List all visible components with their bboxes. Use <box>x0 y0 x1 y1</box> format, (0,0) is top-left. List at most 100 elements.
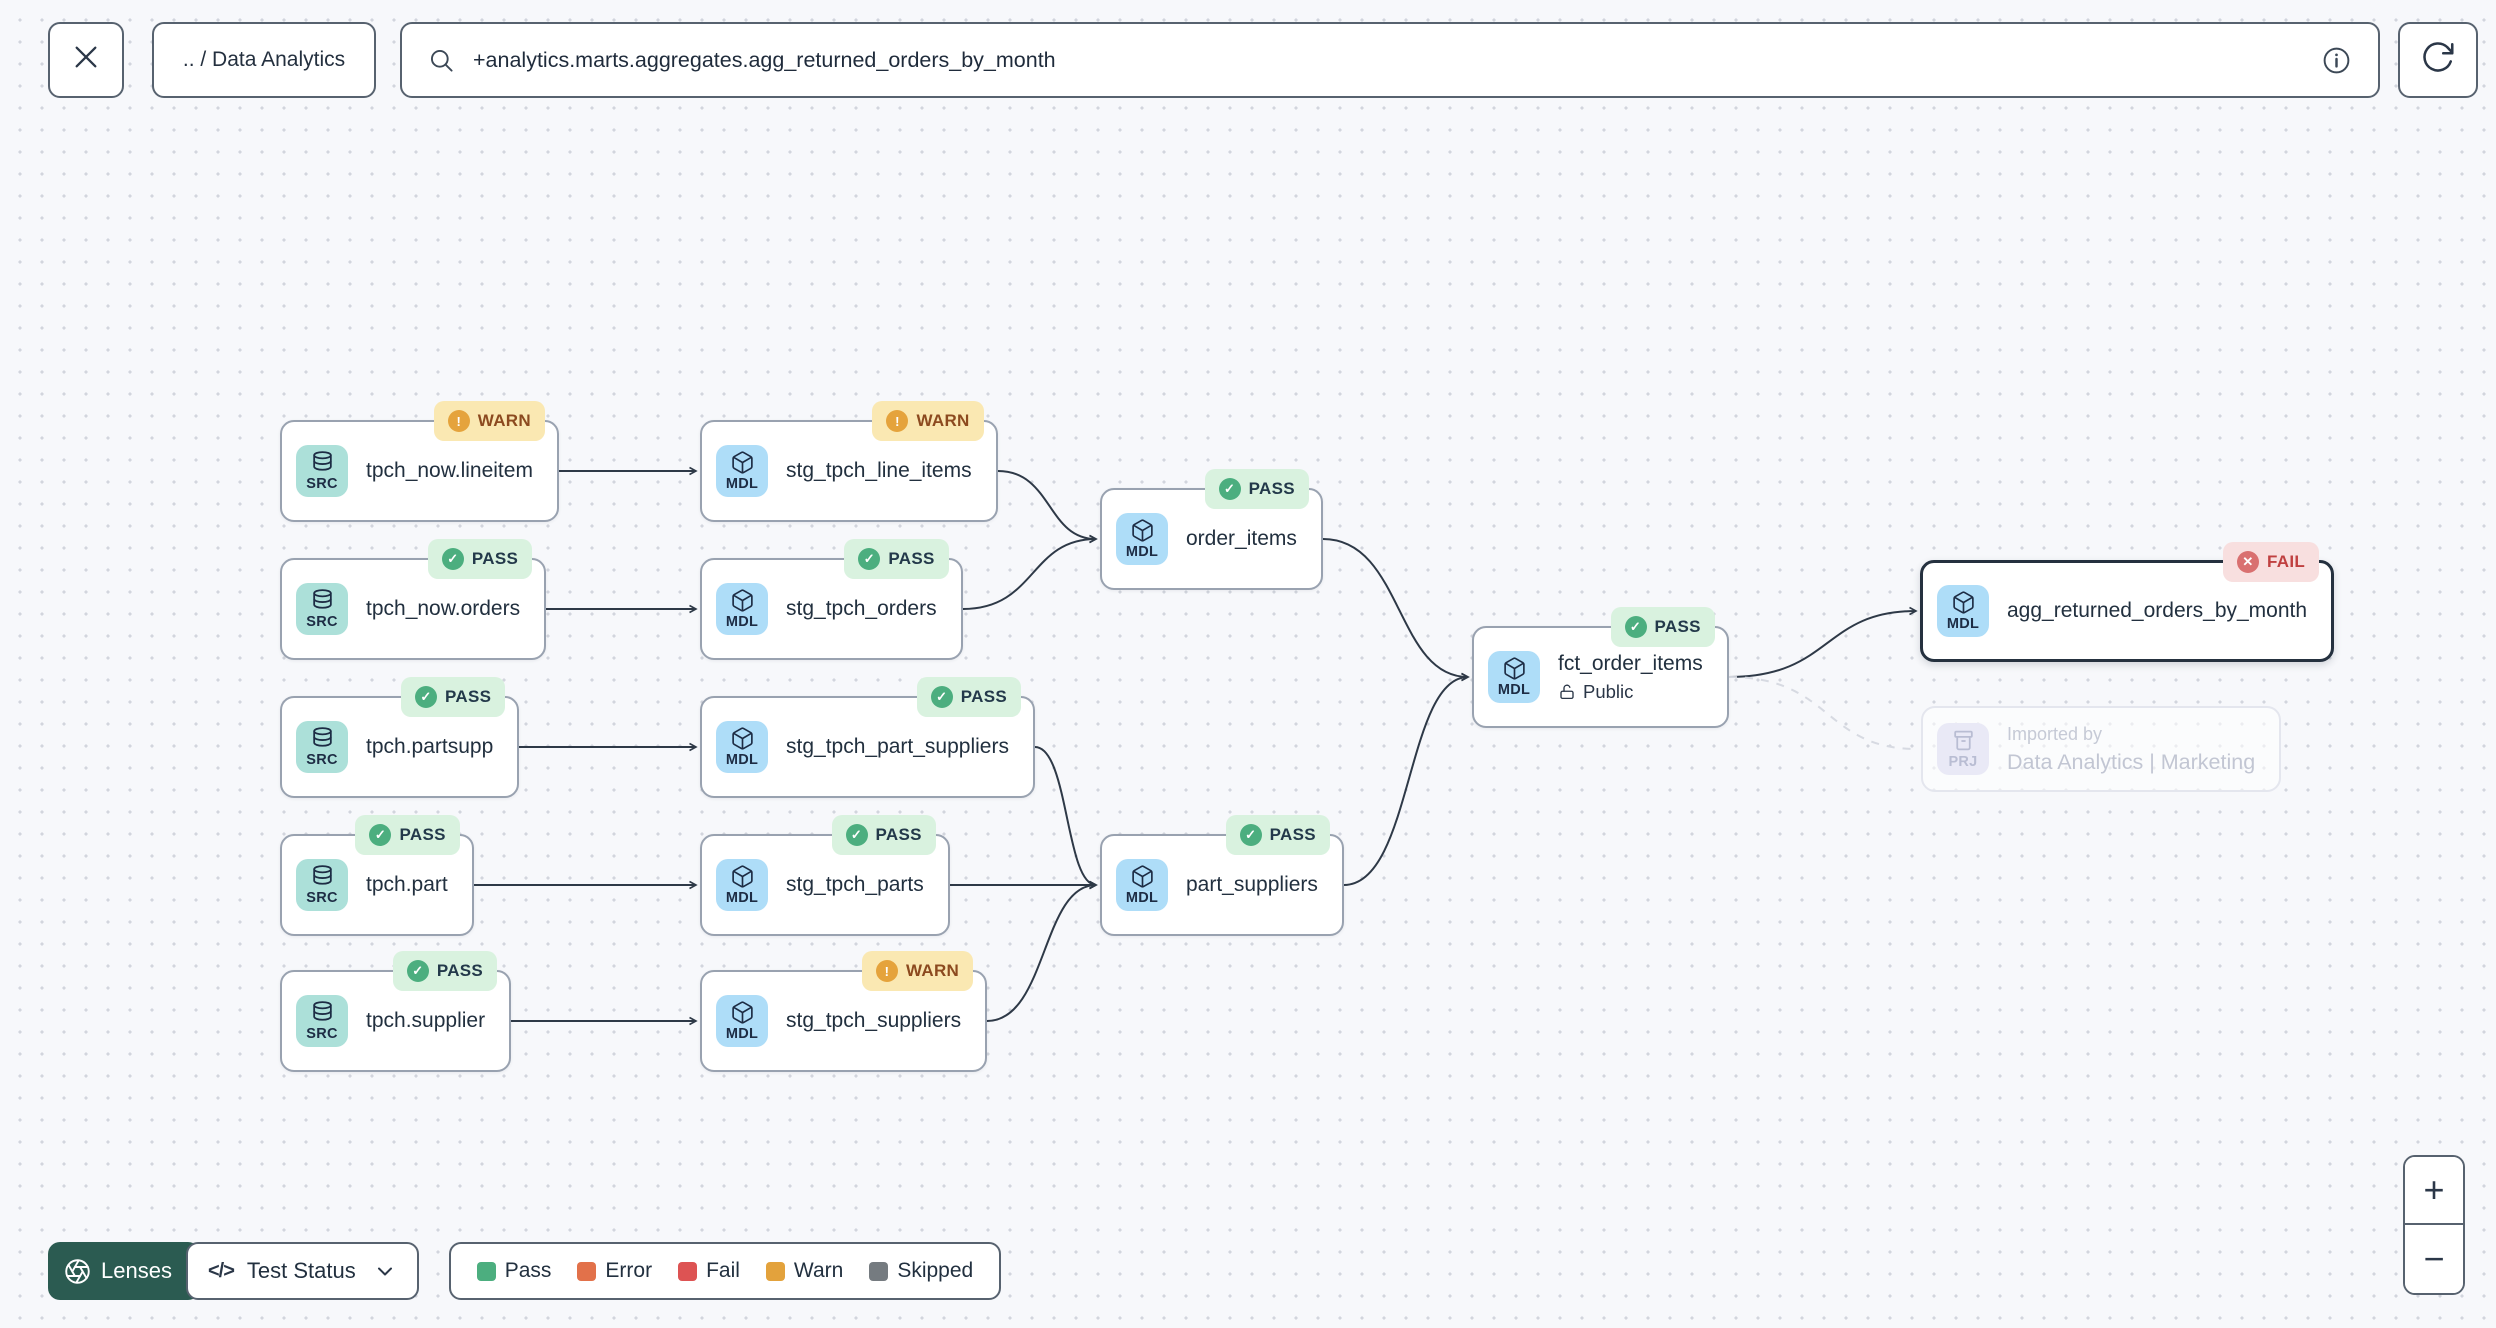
lenses-button[interactable]: Lenses <box>48 1242 200 1300</box>
aperture-icon <box>64 1258 91 1285</box>
cube-icon <box>731 1001 753 1024</box>
chip-label: MDL <box>1125 544 1159 560</box>
test-status-legend: Pass Error Fail Warn Skipped <box>448 1242 1002 1300</box>
chip-label: MDL <box>1497 682 1531 698</box>
node-label: stg_tpch_part_suppliers <box>786 735 1009 758</box>
ghost-node-label: Data Analytics | Marketing <box>2007 749 2256 774</box>
lens-selector[interactable]: </> Test Status <box>185 1242 419 1300</box>
status-label: PASS <box>399 825 446 844</box>
chip-label: MDL <box>1125 890 1159 906</box>
zoom-out-button[interactable]: − <box>2405 1225 2463 1293</box>
chip-label: MDL <box>725 890 759 906</box>
ghost-node-caption: Imported by <box>2007 723 2103 744</box>
src-chip: SRC <box>296 721 348 773</box>
database-icon <box>312 589 332 609</box>
status-pass-icon: ✓ <box>1624 616 1647 638</box>
legend-label: Fail <box>706 1259 740 1282</box>
node-label: tpch.partsupp <box>366 735 494 758</box>
status-badge-pass: ✓PASS <box>392 951 498 991</box>
cube-icon <box>731 865 753 888</box>
legend-label: Error <box>605 1259 653 1282</box>
status-badge-pass: ✓PASS <box>1225 815 1330 855</box>
status-pass-icon: ✓ <box>441 548 464 570</box>
legend-swatch-skipped <box>869 1261 889 1281</box>
lens-selected-label: Test Status <box>246 1258 356 1283</box>
status-label: WARN <box>477 411 531 430</box>
graph-node-tpch_now_lineitem[interactable]: !WARN SRC tpch_now.lineitem <box>280 401 559 522</box>
cube-icon <box>1952 591 1974 614</box>
status-warn-icon: ! <box>875 960 898 982</box>
status-label: PASS <box>888 549 935 568</box>
cube-icon <box>731 589 753 612</box>
status-pass-icon: ✓ <box>415 686 438 708</box>
archive-icon <box>1953 730 1973 751</box>
mdl-chip: MDL <box>716 721 768 773</box>
access-label: Public <box>1583 680 1634 702</box>
status-badge-pass: ✓PASS <box>427 539 533 579</box>
chip-label: SRC <box>306 752 338 768</box>
graph-node-tpch_partsupp[interactable]: ✓ PASS SRC tpch.partsupp <box>280 677 520 798</box>
chevron-down-icon <box>373 1259 397 1283</box>
edge-fct_order_items-to-imported_by <box>1728 676 1918 750</box>
breadcrumb[interactable]: .. / Data Analytics <box>152 22 376 98</box>
mdl-chip: MDL <box>716 859 768 911</box>
edge-fct_order_items-to-agg_returned_orders_by_month <box>1728 606 1918 678</box>
node-label: tpch_now.lineitem <box>366 459 533 482</box>
cube-icon <box>1131 865 1153 888</box>
zoom-controls: + − <box>2403 1155 2465 1295</box>
prj-chip: PRJ <box>1937 723 1989 775</box>
unlock-icon <box>1560 684 1574 699</box>
refresh-icon <box>2420 39 2456 81</box>
status-badge-pass: ✓ PASS <box>401 677 506 717</box>
src-chip: SRC <box>296 995 348 1047</box>
search-bar[interactable] <box>400 22 2380 98</box>
node-label: fct_order_items <box>1558 651 1703 675</box>
graph-node-imported_by[interactable]: PRJ Imported by Data Analytics | Marketin… <box>1921 706 2282 792</box>
status-label: PASS <box>445 687 492 706</box>
edge-stg_tpch_line_items-to-order_items <box>997 470 1098 544</box>
chip-label: SRC <box>306 614 338 630</box>
legend-swatch-warn <box>765 1261 785 1281</box>
lenses-label: Lenses <box>101 1258 172 1283</box>
src-chip: SRC <box>296 445 348 497</box>
code-icon: </> <box>207 1259 235 1282</box>
status-pass-icon: ✓ <box>369 824 392 846</box>
mdl-chip: MDL <box>716 445 768 497</box>
status-pass-icon: ✓ <box>406 960 429 982</box>
status-label: PASS <box>1248 479 1295 498</box>
mdl-chip: MDL <box>716 995 768 1047</box>
refresh-button[interactable] <box>2398 22 2478 98</box>
chip-label: SRC <box>306 1026 338 1042</box>
search-input[interactable] <box>471 46 2305 74</box>
chip-label: PRJ <box>1948 754 1978 770</box>
cube-icon <box>1131 519 1153 542</box>
zoom-in-button[interactable]: + <box>2405 1157 2463 1225</box>
close-button[interactable] <box>48 22 124 98</box>
status-badge-warn: !WARN <box>861 951 974 991</box>
edge-stg_tpch_part_suppliers-to-part_suppliers <box>1034 746 1098 890</box>
node-label: order_items <box>1186 527 1297 550</box>
mdl-chip: MDL <box>1116 513 1168 565</box>
chip-label: MDL <box>725 1026 759 1042</box>
info-icon[interactable] <box>2321 45 2352 76</box>
src-chip: SRC <box>296 583 348 635</box>
mdl-chip: MDL <box>1937 585 1989 637</box>
legend-item-skipped: Skipped <box>869 1259 973 1283</box>
chip-label: MDL <box>1946 616 1980 632</box>
legend-item-fail: Fail <box>678 1259 740 1283</box>
status-badge-warn: !WARN <box>433 401 545 441</box>
